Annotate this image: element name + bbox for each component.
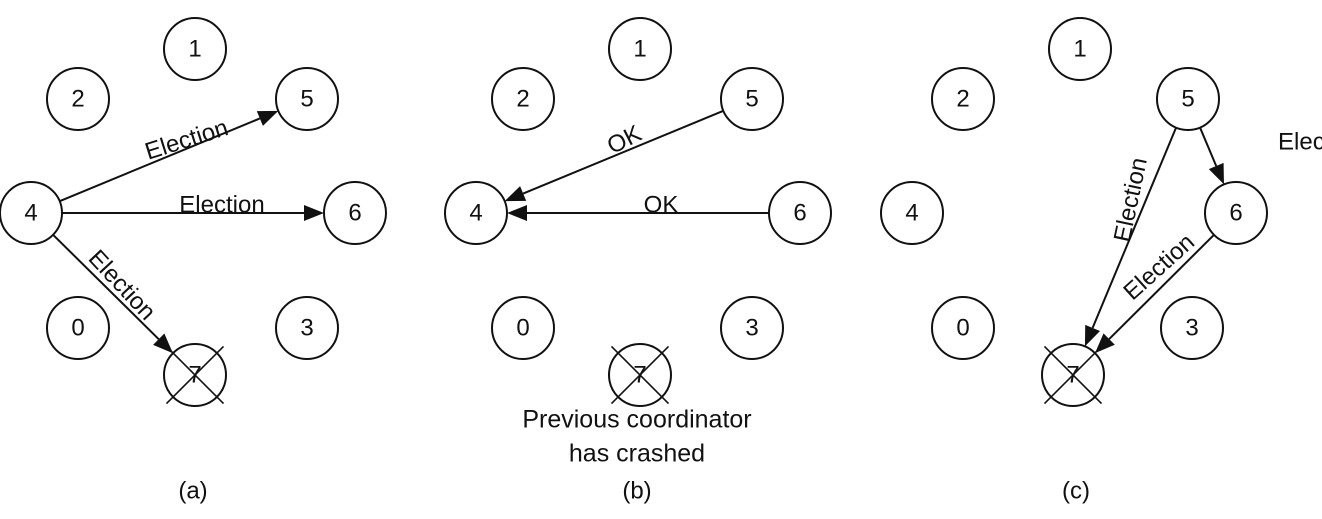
arrowhead bbox=[1208, 162, 1224, 185]
node-label: 2 bbox=[516, 85, 529, 112]
panel-caption: (c) bbox=[1062, 477, 1090, 504]
node-label: 6 bbox=[348, 199, 361, 226]
process-node-3: 3 bbox=[1160, 296, 1224, 360]
node-label: 1 bbox=[1073, 35, 1086, 62]
process-node-1: 1 bbox=[1048, 17, 1112, 81]
process-node-0: 0 bbox=[491, 296, 555, 360]
process-node-2: 2 bbox=[931, 67, 995, 131]
node-label: 6 bbox=[793, 199, 806, 226]
arrowhead bbox=[1084, 324, 1100, 347]
process-node-7: 7 bbox=[1041, 343, 1105, 407]
process-node-4: 4 bbox=[880, 181, 944, 245]
node-label: 3 bbox=[745, 314, 758, 341]
message-arrow-5-to-6 bbox=[1199, 127, 1224, 185]
message-arrow-5-to-4 bbox=[504, 109, 724, 202]
process-node-6: 6 bbox=[768, 181, 832, 245]
node-label: 4 bbox=[24, 199, 37, 226]
crash-note-line: has crashed bbox=[569, 440, 705, 468]
node-label: 2 bbox=[71, 85, 84, 112]
node-label: 0 bbox=[956, 314, 969, 341]
panel-c: ElectionElectionElection12546037(c) bbox=[880, 17, 1322, 504]
process-node-4: 4 bbox=[0, 181, 63, 245]
process-node-0: 0 bbox=[931, 296, 995, 360]
node-label: 1 bbox=[633, 35, 646, 62]
process-node-0: 0 bbox=[46, 296, 110, 360]
message-label: Election bbox=[142, 114, 232, 165]
message-arrow-6-to-4 bbox=[507, 205, 769, 221]
node-label: 3 bbox=[300, 314, 313, 341]
node-label: 5 bbox=[1181, 85, 1194, 112]
message-label: Election bbox=[1278, 128, 1322, 155]
node-label: 5 bbox=[745, 85, 758, 112]
process-node-1: 1 bbox=[163, 17, 227, 81]
crashed-cross-icon bbox=[165, 345, 225, 405]
panel-b: OK OK 1 2 5 4 6 0 3 7 (b) Previous coordinator has c… bbox=[444, 17, 832, 504]
crashed-cross-icon bbox=[1043, 345, 1103, 405]
node-label: 0 bbox=[71, 314, 84, 341]
arrowhead bbox=[256, 110, 279, 126]
process-node-3: 3 bbox=[720, 296, 784, 360]
message-label: OK bbox=[644, 191, 679, 218]
process-node-3: 3 bbox=[275, 296, 339, 360]
node-label: 5 bbox=[300, 85, 313, 112]
arrowhead bbox=[507, 205, 527, 221]
process-node-7: 7 bbox=[608, 343, 672, 407]
panel-a: ElectionElectionElection12546037(a) bbox=[0, 17, 387, 504]
node-label: 4 bbox=[905, 199, 918, 226]
crash-note-line: Previous coordinator bbox=[522, 406, 751, 434]
node-label: 1 bbox=[188, 35, 201, 62]
process-node-5: 5 bbox=[720, 67, 784, 131]
node-label: 2 bbox=[956, 85, 969, 112]
process-node-2: 2 bbox=[491, 67, 555, 131]
process-node-7: 7 bbox=[163, 343, 227, 407]
process-node-6: 6 bbox=[323, 181, 387, 245]
panel-caption: (a) bbox=[178, 477, 207, 504]
arrowhead bbox=[304, 205, 324, 221]
message-arrow-4-to-6 bbox=[62, 205, 324, 221]
node-label: 4 bbox=[469, 199, 482, 226]
process-node-5: 5 bbox=[1156, 67, 1220, 131]
process-node-1: 1 bbox=[608, 17, 672, 81]
panel-caption: (b) bbox=[622, 477, 651, 504]
message-arrow-5-to-7 bbox=[1084, 127, 1177, 347]
arrowhead bbox=[504, 186, 527, 202]
message-label: Election bbox=[179, 191, 264, 218]
process-node-2: 2 bbox=[46, 67, 110, 131]
node-label: 0 bbox=[516, 314, 529, 341]
process-node-4: 4 bbox=[444, 181, 508, 245]
process-node-6: 6 bbox=[1204, 181, 1268, 245]
message-arrow-4-to-5 bbox=[59, 110, 279, 203]
node-label: 6 bbox=[1229, 199, 1242, 226]
process-node-5: 5 bbox=[275, 67, 339, 131]
crashed-cross-icon bbox=[610, 345, 670, 405]
message-label: OK bbox=[603, 120, 646, 160]
node-label: 3 bbox=[1185, 314, 1198, 341]
